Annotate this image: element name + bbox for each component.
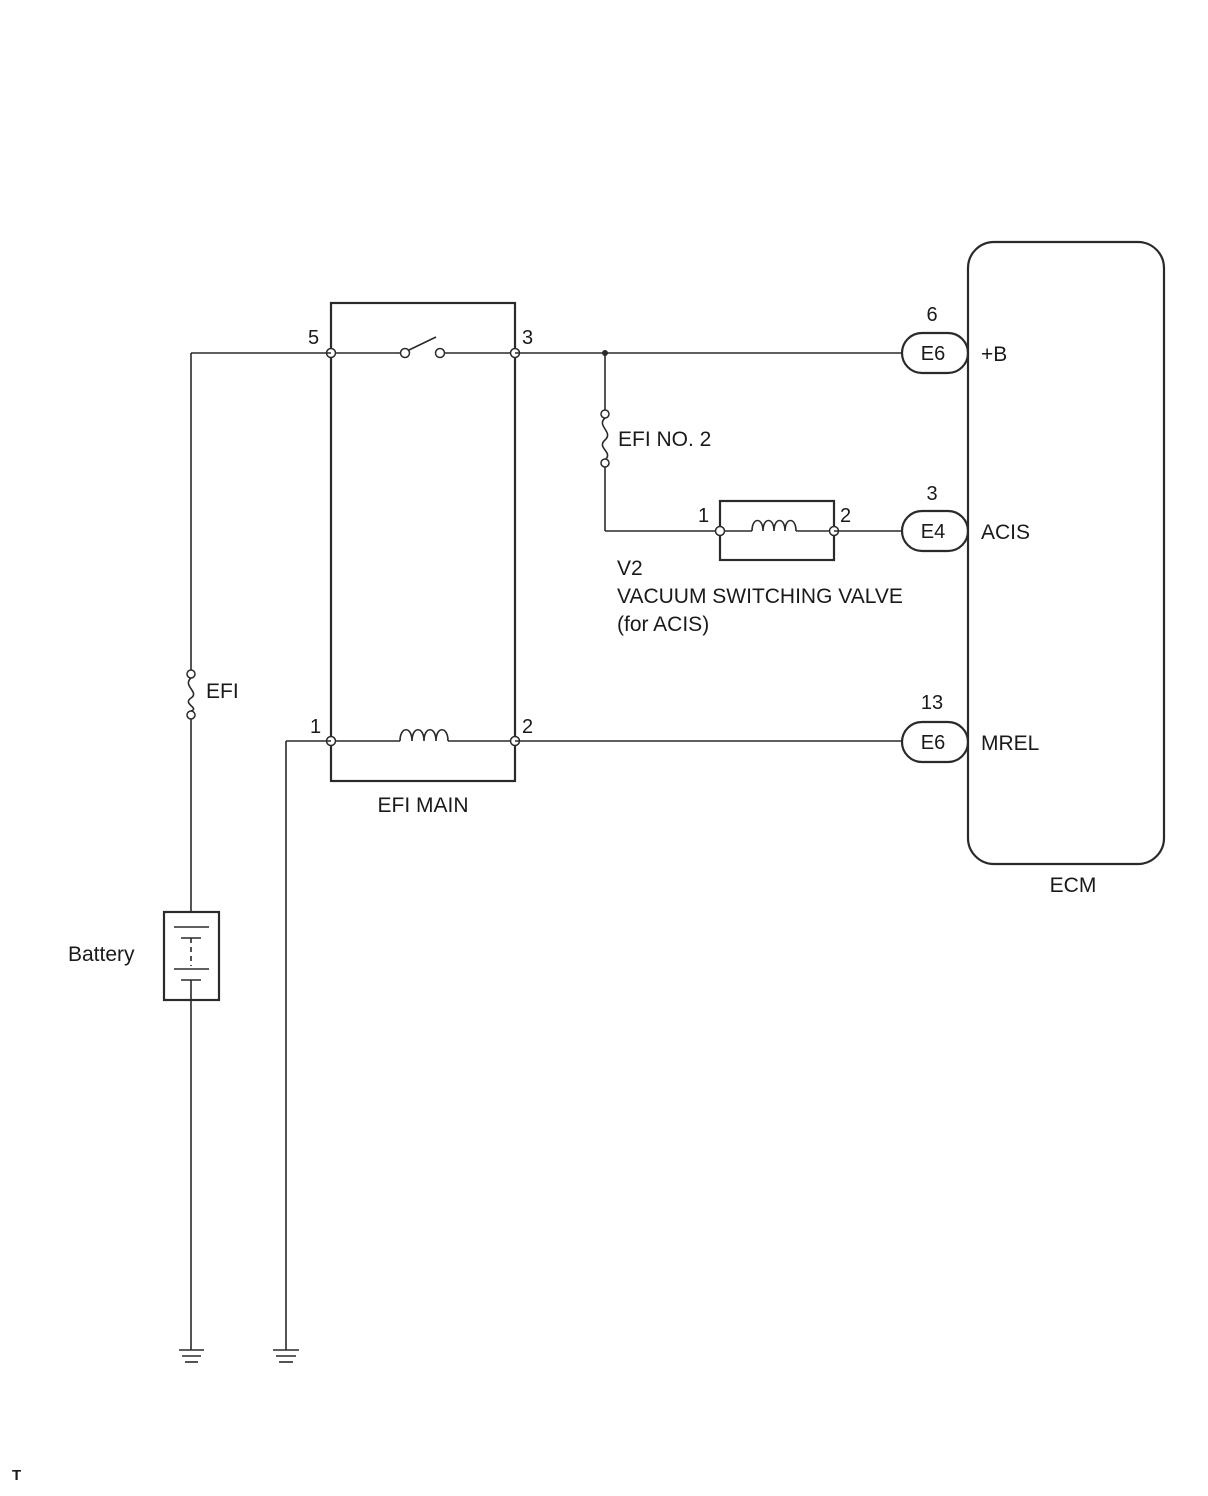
relay-pin-1-label: 1	[310, 716, 321, 738]
vsv-terminal-1	[714, 525, 726, 537]
ecm-pin-3-label: 3	[926, 483, 937, 505]
efi-main-relay-label: EFI MAIN	[377, 794, 468, 817]
svg-text:E6: E6	[921, 732, 945, 754]
vsv-pin-2-label: 2	[840, 505, 851, 527]
vsv-note-label: (for ACIS)	[617, 613, 709, 636]
ecm-signal-mrel-label: MREL	[981, 732, 1039, 755]
efi-no2-fuse-label: EFI NO. 2	[618, 428, 711, 451]
relay-pin-3-label: 3	[522, 327, 533, 349]
ecm-pin-6-label: 6	[926, 304, 937, 326]
relay-switch-icon	[331, 336, 515, 359]
vsv-pin-1-label: 1	[698, 505, 709, 527]
ecm-label: ECM	[1050, 874, 1097, 897]
ecm-signal-acis-label: ACIS	[981, 521, 1030, 544]
ecm-connector-e4-acis: E4	[900, 509, 970, 553]
ground-icon	[179, 1349, 204, 1363]
ecm-connector-e6-mrel: E6	[900, 720, 970, 764]
svg-text:E6: E6	[921, 343, 945, 365]
relay-coil-icon	[331, 728, 515, 742]
vsv-name-label: VACUUM SWITCHING VALVE	[617, 585, 903, 608]
relay-pin-2-label: 2	[522, 716, 533, 738]
battery-icon	[162, 910, 221, 1002]
ecm-signal-b-label: +B	[981, 343, 1007, 366]
efi-main-relay-box	[329, 301, 517, 783]
relay-pin-5-label: 5	[308, 327, 319, 349]
svg-text:E4: E4	[921, 521, 945, 543]
ecm-pin-13-label: 13	[921, 692, 943, 714]
ecm-connector-e6-b: E6	[900, 331, 970, 375]
vsv-code-label: V2	[617, 557, 643, 580]
ecm-box	[966, 240, 1166, 866]
vsv-coil-icon	[720, 519, 834, 532]
efi-no2-fuse-icon	[600, 409, 610, 468]
footer-mark: T	[12, 1467, 21, 1484]
efi-fuse-label: EFI	[206, 680, 239, 703]
ground-icon	[273, 1349, 299, 1363]
battery-label: Battery	[68, 943, 135, 966]
efi-fuse-icon	[186, 669, 196, 720]
